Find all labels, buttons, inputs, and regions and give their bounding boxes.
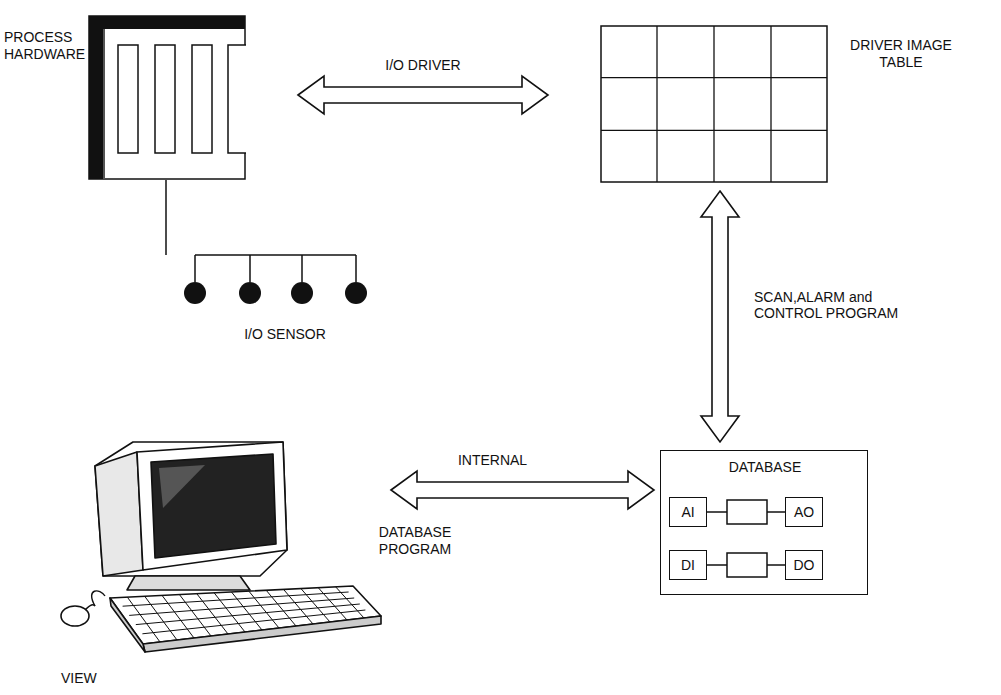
arrow-label: I/O DRIVER [371, 57, 475, 74]
double-arrow [391, 471, 654, 509]
computer-drawing [55, 438, 385, 668]
signal-name: DI [681, 557, 695, 574]
arrow-label: INTERNAL [446, 452, 540, 469]
arrow-label: SCAN,ALARM and CONTROL PROGRAM [752, 289, 916, 323]
diagram-label: DATABASE PROGRAM [365, 524, 465, 558]
node-heading: DRIVER IMAGE TABLE [840, 37, 962, 71]
diagram-label: I/O SENSOR [230, 326, 340, 343]
node-heading: DATABASE [661, 459, 869, 476]
signal-name: DO [794, 557, 815, 574]
image-table: DRIVER IMAGE TABLE [600, 25, 828, 183]
node-heading: PROCESS HARDWARE [4, 29, 84, 63]
signal-box: AO [785, 497, 823, 527]
rack-drawing [88, 15, 246, 180]
hardware-rack: PROCESS HARDWARE [88, 15, 246, 180]
signal-name: AO [794, 504, 814, 521]
double-arrow [701, 191, 739, 442]
blank-block [727, 553, 767, 577]
blank-block [727, 500, 767, 524]
signal-name: AI [681, 504, 694, 521]
signal-box: AI [669, 497, 707, 527]
sensor-dot [184, 282, 367, 304]
node-heading: VIEW [61, 670, 141, 687]
double-arrow [298, 76, 548, 114]
computer-figure: VIEW [55, 438, 385, 668]
signal-box: DO [785, 550, 823, 580]
table-grid [600, 25, 828, 183]
signal-box: DI [669, 550, 707, 580]
database-box: DATABASE AI AO DI DO [660, 450, 868, 595]
